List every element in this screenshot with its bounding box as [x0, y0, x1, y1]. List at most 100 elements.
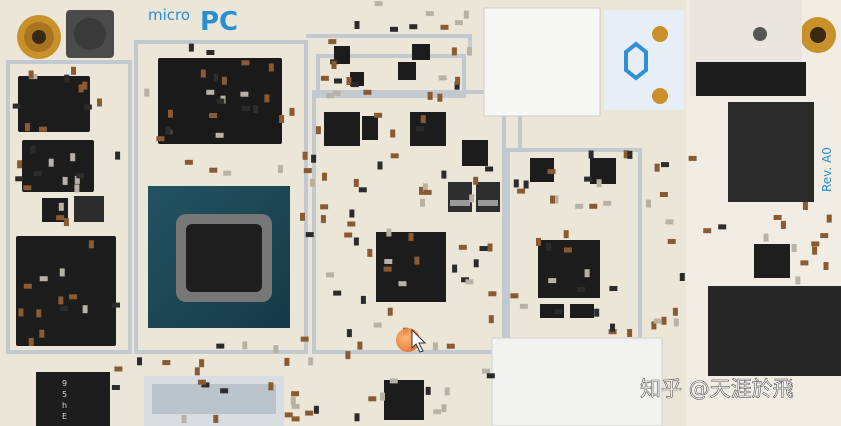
logo-pc-text: PC [200, 7, 238, 37]
smd-part [802, 202, 808, 210]
smd-part [64, 74, 70, 83]
watermark-text: 知乎 @天涯於飛 [640, 377, 794, 401]
smd-part [223, 170, 232, 176]
smd-part [441, 404, 447, 413]
smd-part [194, 367, 200, 376]
dip-label-2: 5 [62, 390, 67, 399]
smd-part [661, 162, 669, 168]
smd-part [39, 276, 48, 282]
micropc-logo: micro PC [148, 6, 238, 37]
smd-part [563, 247, 572, 253]
smd-part [12, 103, 21, 109]
smd-part [346, 77, 352, 85]
smd-part [488, 315, 494, 324]
smd-part [519, 303, 528, 309]
smd-part [25, 123, 30, 132]
smd-part [221, 76, 227, 85]
smd-part [451, 47, 457, 56]
smd-part [576, 286, 585, 292]
smd-part [548, 278, 557, 284]
large-inductor-right [728, 102, 814, 202]
smd-part [440, 24, 449, 30]
smd-part [584, 176, 593, 182]
smd-part [609, 286, 618, 291]
smd-part [386, 228, 392, 237]
smd-part [353, 237, 359, 246]
smd-part [78, 84, 84, 93]
soc-processor [148, 186, 290, 328]
smd-part [811, 241, 820, 247]
smd-part [83, 104, 92, 110]
smd-part [345, 351, 351, 360]
smd-part [654, 163, 660, 172]
smd-part [488, 291, 497, 297]
smd-part [589, 203, 598, 209]
right-chip [754, 244, 790, 278]
smd-part [17, 160, 23, 169]
smd-part [290, 396, 296, 405]
smd-part [39, 329, 45, 338]
smd-part [444, 387, 450, 396]
smd-part [308, 357, 314, 366]
smd-part [466, 47, 472, 56]
smd-part [114, 366, 123, 372]
smd-part [390, 129, 396, 138]
smd-part [465, 279, 474, 285]
smd-part [672, 307, 678, 316]
mounting-hole-left [17, 15, 61, 59]
smd-part [213, 73, 219, 82]
smd-part [419, 186, 424, 195]
smd-part [387, 307, 393, 316]
smd-part [197, 379, 206, 385]
smd-part [438, 75, 447, 81]
smd-part [653, 318, 662, 324]
smd-part [60, 306, 69, 311]
smd-part [523, 180, 529, 189]
smd-part [563, 230, 569, 239]
smd-part [215, 132, 224, 138]
smd-part [279, 115, 285, 123]
smd-part [30, 145, 36, 154]
revision-label: Rev. A0 [820, 147, 834, 192]
smd-part [242, 341, 248, 350]
mounting-hole-right [800, 17, 836, 53]
smd-part [200, 69, 206, 78]
memory-chips-left [16, 76, 116, 346]
smd-part [220, 388, 229, 394]
smd-part [665, 219, 674, 225]
smd-part [358, 187, 367, 193]
smd-part [289, 107, 295, 116]
smd-part [315, 126, 321, 135]
smd-part [547, 169, 556, 175]
smd-part [546, 242, 551, 251]
smd-part [458, 244, 467, 250]
smd-part [679, 273, 685, 281]
smd-part [452, 264, 458, 273]
smd-part [486, 373, 495, 379]
smd-part [74, 175, 80, 184]
smd-part [408, 232, 414, 241]
ethernet-connector [491, 337, 663, 426]
mouse-cursor-highlight [396, 328, 427, 353]
smd-part [800, 260, 809, 266]
smd-part [97, 98, 102, 107]
smd-part [311, 154, 317, 163]
smd-part [82, 81, 88, 90]
smd-part [111, 385, 120, 390]
smd-part [437, 93, 443, 102]
smd-part [482, 368, 490, 374]
smd-part [268, 63, 274, 72]
smd-part [309, 178, 315, 187]
smd-part [659, 192, 668, 197]
smd-part [357, 341, 363, 350]
smd-part [773, 215, 782, 220]
smd-part [718, 224, 727, 230]
smd-part [363, 89, 372, 95]
smd-part [305, 410, 314, 416]
smd-part [74, 184, 80, 193]
smd-part [627, 329, 633, 337]
smd-part [627, 150, 633, 159]
smd-part [70, 153, 76, 162]
smd-part [326, 93, 335, 99]
smd-part [425, 11, 434, 17]
